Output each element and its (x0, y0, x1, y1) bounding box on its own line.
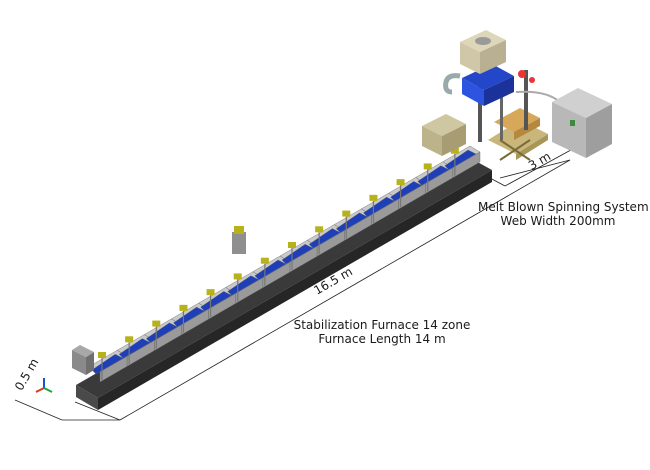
furnace-zone (361, 192, 399, 226)
axis-triad (35, 378, 53, 393)
furnace-zone (198, 287, 237, 320)
furnace-zone (388, 177, 427, 210)
furnace-zone (333, 208, 372, 241)
spinning-system-title: Melt Blown Spinning System (478, 200, 649, 214)
spinning-system-web-width: Web Width 200mm (500, 214, 616, 228)
furnace-title: Stabilization Furnace 14 zone (293, 318, 471, 332)
control-cabinet (552, 88, 612, 158)
furnace-zone (225, 271, 264, 304)
mid-control-tower (232, 226, 246, 254)
melt-blown-spinning-unit (422, 30, 561, 161)
furnace-zone (279, 240, 318, 273)
furnace-zone (442, 145, 481, 179)
dimension-lines (14, 139, 581, 421)
furnace-zone (171, 302, 209, 336)
furnace-zone (143, 318, 182, 351)
furnace-entry-control (72, 345, 94, 375)
furnace-length: Furnace Length 14 m (318, 332, 446, 346)
furnace-zone (252, 255, 291, 289)
spinning-system-caption: Melt Blown Spinning System Web Width 200… (478, 200, 649, 228)
furnace-zones (89, 145, 481, 383)
furnace-caption: Stabilization Furnace 14 zone Furnace Le… (282, 318, 482, 346)
furnace-zone (415, 161, 454, 194)
furnace-zone (306, 224, 345, 257)
furnace-base (76, 158, 492, 410)
